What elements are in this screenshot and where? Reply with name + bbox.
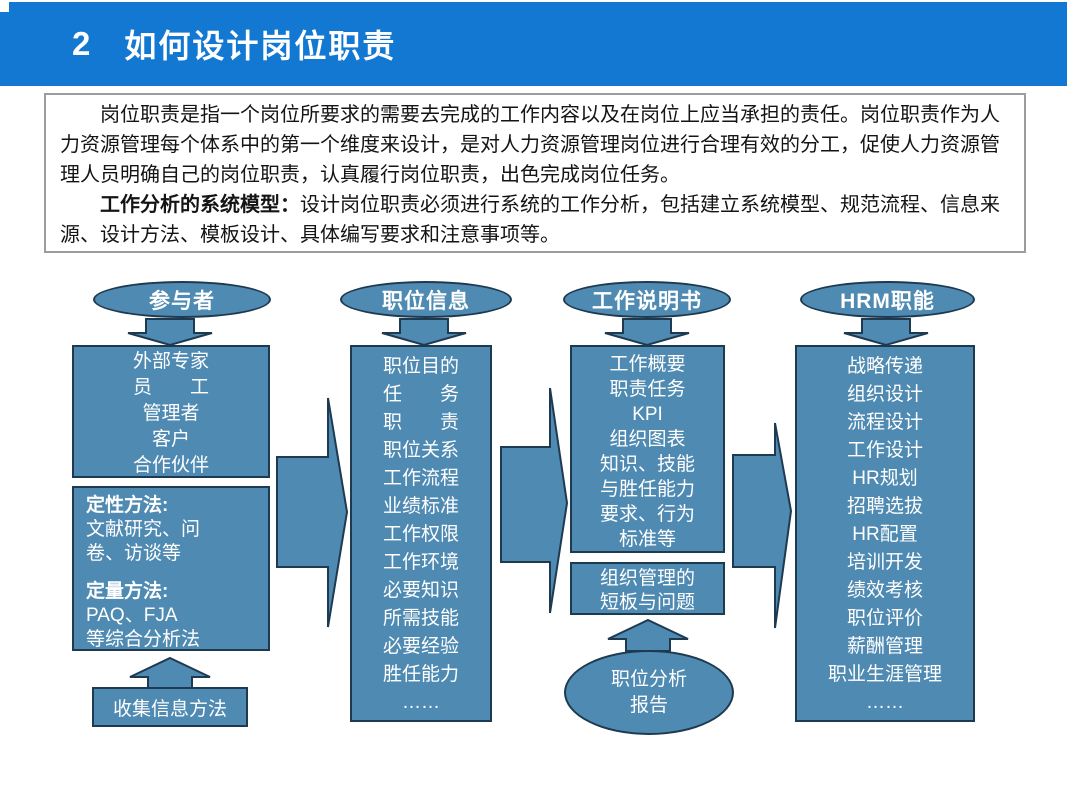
participants-list-box: 外部专家 员 工 管理者 客户 合作伙伴 [72,345,270,478]
intro-paragraph-1-text: 岗位职责是指一个岗位所要求的需要去完成的工作内容以及在岗位上应当承担的责任。岗位… [60,104,1000,186]
down-arrow-hrm [843,318,929,347]
down-arrow-position-info [381,318,467,347]
ellipse-participants: 参与者 [93,281,271,318]
flow-arrow-right-3 [732,422,793,629]
down-arrow-participants [127,318,213,347]
position-info-list-box: 职位目的 任 务 职 责 职位关系 工作流程 业绩标准 工作权限 工作环境 必要… [350,345,492,722]
ellipse-hrm-functions: HRM职能 [800,281,975,318]
org-management-problems-box: 组织管理的 短板与问题 [570,562,725,615]
flow-arrow-right-1 [276,397,349,628]
section-number: 2 [72,25,91,62]
intro-paragraph-1: 岗位职责是指一个岗位所要求的需要去完成的工作内容以及在岗位上应当承担的责任。岗位… [60,100,1010,190]
hrm-functions-list-box: 战略传递 组织设计 流程设计 工作设计 HR规划 招聘选拔 HR配置 培训开发 … [795,345,975,722]
collect-info-methods-box: 收集信息方法 [92,687,248,727]
intro-text-box: 岗位职责是指一个岗位所要求的需要去完成的工作内容以及在岗位上应当承担的责任。岗位… [44,93,1026,253]
down-arrow-job-description [604,318,690,347]
corner-notch [0,0,9,12]
methods-gap [86,566,260,580]
analysis-methods-box: 定性方法: 文献研究、问 卷、访谈等 定量方法: PAQ、FJA 等综合分析法 [72,486,270,651]
quantitative-methods-title: 定量方法: [86,581,169,602]
position-analysis-report-ellipse: 职位分析 报告 [564,650,734,735]
page-title: 如何设计岗位职责 [124,28,397,64]
qualitative-methods-body: 文献研究、问 卷、访谈等 [86,519,201,564]
intro-paragraph-2: 工作分析的系统模型：设计岗位职责必须进行系统的工作分析，包括建立系统模型、规范流… [60,190,1010,250]
job-description-list-box: 工作概要 职责任务 KPI 组织图表 知识、技能 与胜任能力 要求、行为 标准等 [570,345,725,553]
ellipse-job-description: 工作说明书 [563,281,731,318]
up-arrow-analysis-report [607,618,689,652]
intro-paragraph-2-text: 设计岗位职责必须进行系统的工作分析，包括建立系统模型、规范流程、信息来源、设计方… [60,194,1000,246]
up-arrow-collect-methods [129,656,211,689]
ellipse-position-info: 职位信息 [340,281,512,318]
quantitative-methods-body: PAQ、FJA 等综合分析法 [86,605,201,650]
qualitative-methods-title: 定性方法: [86,495,169,516]
intro-paragraph-2-lead: 工作分析的系统模型： [100,194,300,216]
slide-header: 2 如何设计岗位职责 [0,2,1067,86]
flow-arrow-right-2 [500,387,569,614]
